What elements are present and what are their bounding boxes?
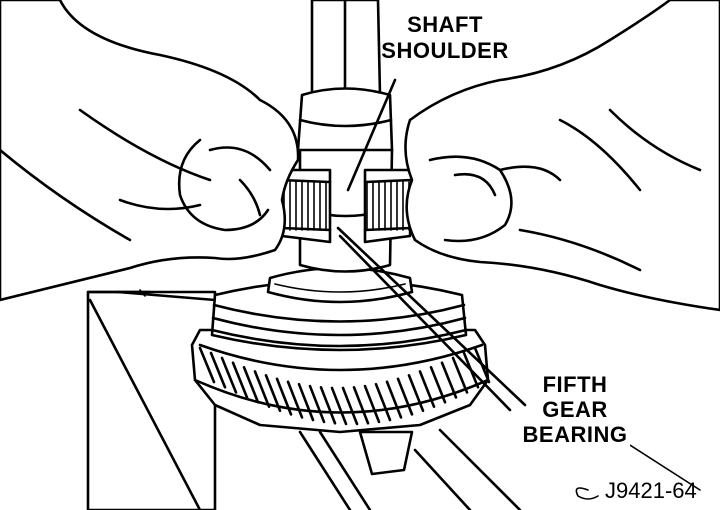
shaft-shoulder-leader bbox=[346, 78, 397, 192]
fifth-gear-bearing-line3: BEARING bbox=[523, 422, 628, 447]
gear-tooth bbox=[198, 346, 216, 384]
gear-tooth bbox=[242, 365, 260, 404]
callout-shaft-shoulder: SHAFT SHOULDER bbox=[381, 8, 508, 64]
shaft-shoulder-line1: SHAFT bbox=[407, 12, 483, 37]
fifth-gear-bearing-line2: GEAR bbox=[542, 397, 608, 422]
fifth-gear bbox=[190, 328, 491, 434]
left-hand bbox=[0, 0, 300, 302]
gear-tooth bbox=[440, 361, 458, 399]
leader-lines bbox=[336, 78, 701, 491]
gear-tooth bbox=[451, 356, 469, 394]
press-block bbox=[86, 289, 522, 510]
fifth-gear-bearing-leader bbox=[336, 226, 527, 407]
gear-teeth bbox=[198, 346, 491, 426]
gear-tooth bbox=[286, 380, 304, 419]
gear-tooth bbox=[363, 384, 381, 424]
gear-tooth bbox=[308, 384, 326, 424]
right-hand bbox=[404, 0, 720, 312]
bearing-leader-second bbox=[338, 234, 512, 412]
gear-tooth bbox=[231, 361, 249, 399]
gear-tooth bbox=[330, 386, 348, 426]
gear-tooth bbox=[319, 385, 337, 425]
gear-hub bbox=[210, 266, 468, 352]
figure-code-text: J9421-64 bbox=[605, 478, 697, 503]
code-leader bbox=[621, 439, 701, 491]
fifth-gear-bearing-line1: FIFTH bbox=[543, 372, 608, 397]
gear-tooth bbox=[396, 377, 414, 416]
gear-tooth bbox=[253, 370, 271, 408]
shaft-shoulder-line2: SHOULDER bbox=[381, 38, 508, 63]
gear-tooth bbox=[220, 356, 238, 394]
callout-fifth-gear-bearing: FIFTH GEAR BEARING bbox=[523, 372, 630, 448]
gear-tooth bbox=[407, 374, 425, 413]
shaft-lower bbox=[298, 430, 414, 510]
figure-code: J9421-64 bbox=[575, 478, 697, 503]
gear-tooth bbox=[341, 386, 359, 426]
gear-tooth bbox=[297, 382, 315, 422]
gear-tooth bbox=[264, 374, 282, 413]
code-mark-icon bbox=[575, 487, 599, 500]
gear-tooth bbox=[352, 385, 370, 425]
gear-tooth bbox=[374, 382, 392, 422]
gear-tooth bbox=[209, 351, 227, 389]
gear-tooth bbox=[385, 380, 403, 419]
